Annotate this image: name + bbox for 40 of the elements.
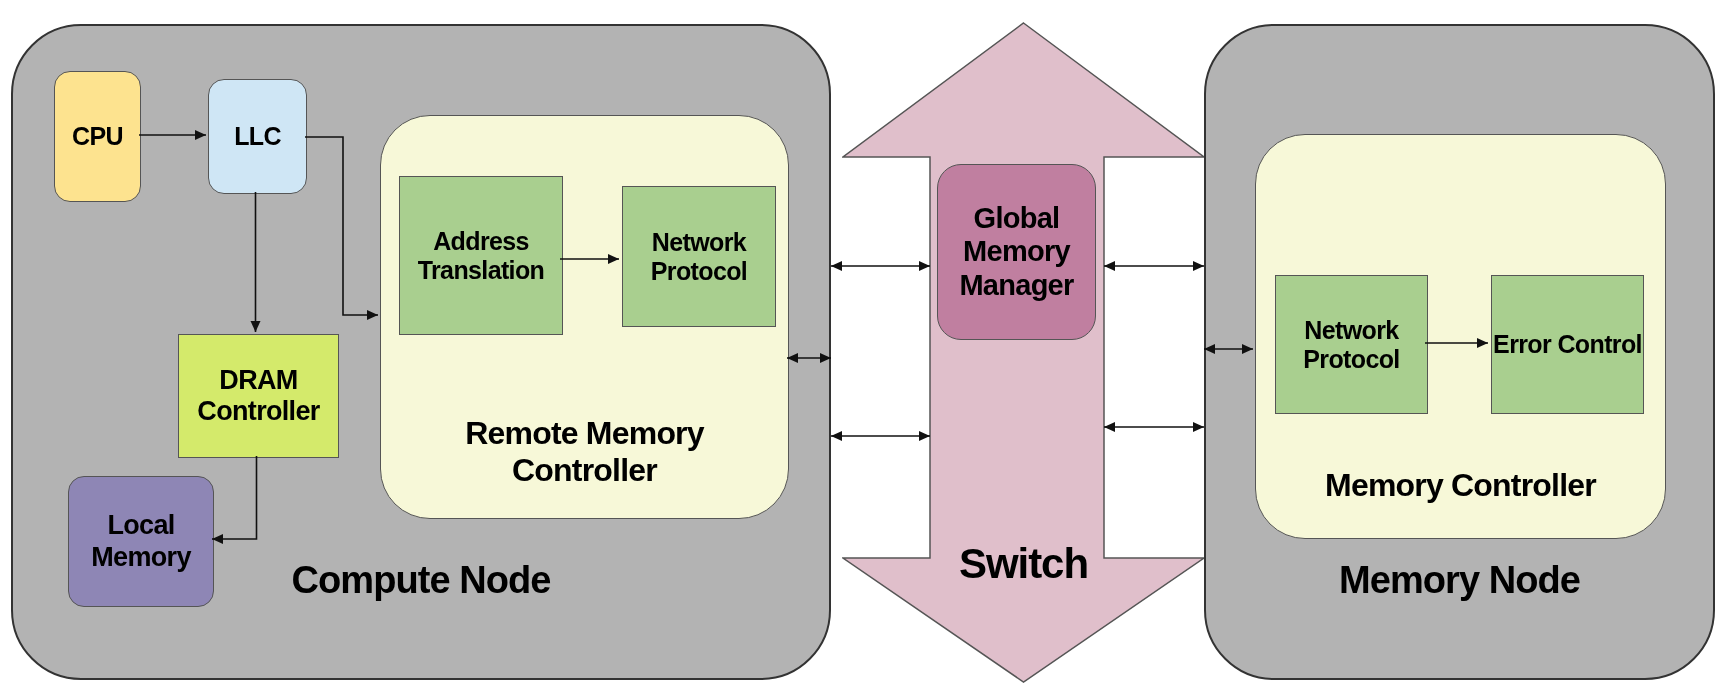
connector-arrow bbox=[830, 261, 931, 271]
node-label: Address Translation bbox=[416, 226, 546, 285]
connector-arrow bbox=[304, 136, 379, 320]
node-label: Compute Node bbox=[291, 559, 551, 603]
node-label: CPU bbox=[72, 122, 123, 151]
manager-box bbox=[937, 164, 1096, 340]
node-label: Switch bbox=[958, 539, 1089, 589]
module-box bbox=[1275, 275, 1428, 414]
connector-arrow bbox=[1103, 261, 1205, 271]
connector-arrow bbox=[1103, 422, 1205, 432]
memory-box bbox=[68, 476, 214, 607]
controller-box bbox=[178, 334, 339, 458]
node-label: Remote Memory Controller bbox=[464, 415, 706, 489]
node-label: Network Protocol bbox=[649, 227, 749, 286]
connector-arrow bbox=[211, 455, 258, 544]
connector-arrow bbox=[830, 431, 931, 441]
connector-arrow bbox=[250, 191, 261, 333]
node-label: DRAM Controller bbox=[196, 364, 321, 428]
connector-arrow bbox=[786, 353, 832, 363]
module-box bbox=[1491, 275, 1644, 414]
node-label: Global Memory Manager bbox=[958, 202, 1075, 302]
node-label: Local Memory bbox=[90, 510, 193, 573]
node-label: LLC bbox=[234, 122, 281, 151]
node-label: Network Protocol bbox=[1302, 315, 1401, 374]
node-label: Memory Node bbox=[1339, 559, 1580, 603]
cpu-box bbox=[54, 71, 141, 202]
connector-arrow bbox=[559, 254, 620, 264]
connector-arrow bbox=[138, 130, 207, 140]
controller-panel bbox=[1255, 134, 1666, 539]
compute-node-panel bbox=[11, 24, 831, 680]
cache-box bbox=[208, 79, 307, 194]
node-label: Memory Controller bbox=[1325, 466, 1596, 504]
node-label: Error Control bbox=[1493, 330, 1642, 359]
switch-double-arrow bbox=[842, 22, 1205, 683]
connector-arrow bbox=[1424, 338, 1489, 348]
module-box bbox=[399, 176, 563, 335]
connector-arrow bbox=[1203, 344, 1254, 354]
memory-node-panel bbox=[1204, 24, 1715, 680]
module-box bbox=[622, 186, 776, 327]
controller-panel bbox=[380, 115, 789, 519]
